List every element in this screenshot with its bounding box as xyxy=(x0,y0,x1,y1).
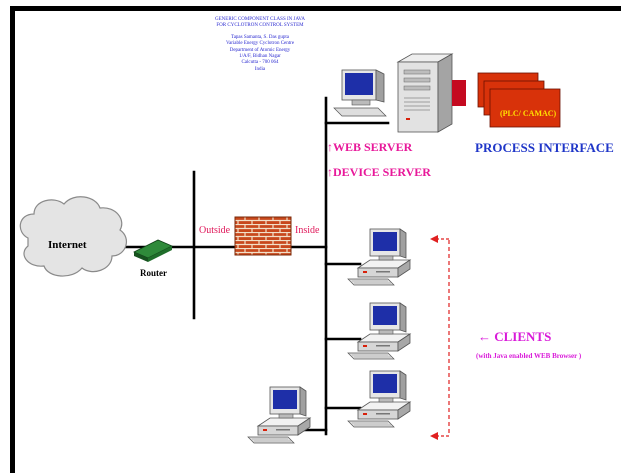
clients-bracket xyxy=(436,238,450,437)
title-block: GENERIC COMPONENT CLASS IN JAVA FOR CYCL… xyxy=(175,17,345,73)
up-arrow-icon: ↑ xyxy=(327,140,333,154)
client-computer-2 xyxy=(347,302,411,360)
affiliation-line-2: Department of Atomic Energy xyxy=(229,47,291,53)
web-server-computer xyxy=(333,53,454,133)
authors-line: Tapas Samanta, S. Das gupta xyxy=(231,34,289,40)
address-line-1: 1/A/F, Bidhan Nagar xyxy=(239,54,281,60)
router-device xyxy=(133,239,173,262)
left-arrow-icon: ← xyxy=(478,329,491,344)
clients-text: CLIENTS xyxy=(494,329,552,344)
address-line-2: Calcutta - 700 064 xyxy=(241,60,279,66)
slide-left-border xyxy=(10,6,15,473)
network-backbone xyxy=(124,96,390,436)
client-computer-1 xyxy=(347,228,411,286)
firewall-icon xyxy=(234,216,292,256)
clients-label: ← CLIENTS xyxy=(478,329,551,345)
device-server-label: ↑DEVICE SERVER xyxy=(327,165,431,180)
internet-cloud xyxy=(19,196,128,277)
plc-camac-stack xyxy=(452,72,561,128)
clients-bracket-arrowheads xyxy=(430,235,438,440)
affiliation-line-1: Variable Energy Cyclotron Centre xyxy=(225,41,295,47)
router-label: Router xyxy=(140,268,167,278)
web-server-text: WEB SERVER xyxy=(333,140,413,154)
title-line-2: FOR CYCLOTRON CONTROL SYSTEM xyxy=(216,23,304,29)
title-line-1: GENERIC COMPONENT CLASS IN JAVA xyxy=(214,17,305,22)
device-server-text: DEVICE SERVER xyxy=(333,165,431,179)
process-interface-label: PROCESS INTERFACE xyxy=(475,140,614,155)
clients-subtitle: (with Java enabled WEB Browser ) xyxy=(476,352,582,360)
plc-camac-label: (PLC/ CAMAC) xyxy=(500,109,557,118)
up-arrow-icon: ↑ xyxy=(327,165,333,179)
outside-label: Outside xyxy=(199,225,231,236)
slide-top-border xyxy=(10,6,621,11)
web-server-label: ↑WEB SERVER xyxy=(327,140,412,155)
client-computer-4 xyxy=(247,386,311,444)
inside-label: Inside xyxy=(295,225,320,236)
address-line-3: India xyxy=(254,66,266,72)
client-computer-3 xyxy=(347,370,411,428)
internet-label: Internet xyxy=(48,239,87,251)
